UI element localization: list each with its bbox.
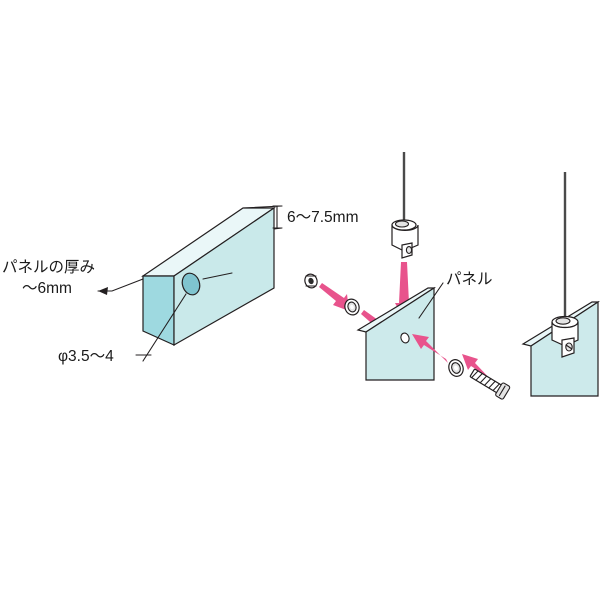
arrow-screw-to-washer (462, 354, 495, 384)
label-panel-thickness-line2: ～6mm (22, 280, 72, 297)
arrow-nut-to-washer (319, 283, 349, 311)
label-panel: パネル (446, 270, 493, 288)
screw-part (469, 368, 511, 400)
wire-grip-assembled (551, 315, 579, 358)
label-panel-thickness-line1: パネルの厚み (2, 258, 95, 276)
washer-back-part (344, 298, 360, 316)
wire-grip (391, 219, 419, 259)
figure-panel-spec: 6～7.5mm パネルの厚み ～6mm φ3.5～4 (2, 205, 359, 365)
panel-front-face (173, 206, 275, 347)
leader-panel-thickness (97, 278, 144, 295)
panel-mounting-hole (181, 272, 201, 296)
leader-panel-label (418, 282, 444, 319)
figure-assembled (521, 172, 600, 397)
panel-exploded-face (365, 286, 435, 381)
arrow-washer-front-to-hole (412, 334, 448, 363)
wire-grip-slot (394, 220, 410, 228)
panel-exploded-hole (400, 332, 410, 344)
leader-hole-right (202, 272, 233, 280)
wire-grip-assembled-slot (555, 317, 571, 325)
wire-grip-screw-hole (405, 246, 413, 254)
nut-part (304, 273, 318, 289)
leader-arrowhead-thickness (98, 287, 108, 295)
label-grip-range: 6～7.5mm (287, 209, 359, 226)
label-hole-diameter: φ3.5～4 (58, 348, 114, 365)
washer-front-part (448, 359, 464, 377)
panel-exploded (356, 286, 437, 381)
dimension-bracket-grip-range (272, 205, 282, 229)
leader-hole-diameter (142, 293, 187, 362)
figure-exploded-assembly: パネル (304, 152, 511, 400)
